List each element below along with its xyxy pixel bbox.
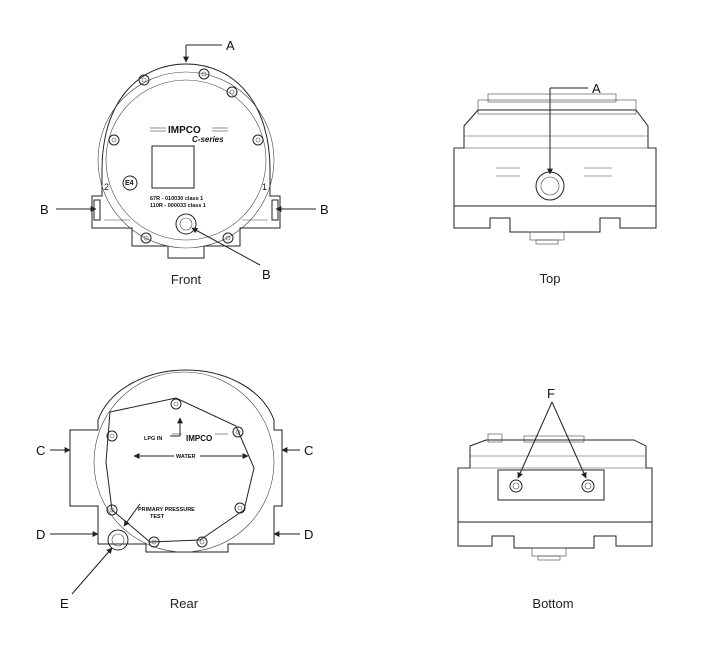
front-view: IMPCO C-series E4 67R - 010030 class 1 1… <box>40 38 329 287</box>
front-callout-b-left: B <box>40 202 49 217</box>
front-port-right <box>271 199 279 221</box>
rear-lpg-in: LPG IN <box>144 436 162 442</box>
bottom-view: F Bottom <box>457 386 653 611</box>
rear-port-e <box>107 529 129 551</box>
bottom-callout-f: F <box>547 386 555 401</box>
front-caption: Front <box>171 272 202 287</box>
front-port-left <box>93 199 101 221</box>
top-caption: Top <box>540 271 561 286</box>
rear-view: LPG IN IMPCO WATER PRIMARY PRESSURE TEST… <box>36 369 313 611</box>
bottom-caption: Bottom <box>532 596 573 611</box>
front-callout-b-bottom: B <box>262 267 271 282</box>
front-e-mark <box>122 175 138 191</box>
rear-callout-c-right: C <box>304 443 313 458</box>
front-plate-line1: 67R - 010030 class 1 <box>150 196 203 202</box>
front-callout-b-right: B <box>320 202 329 217</box>
front-label-window <box>151 145 195 189</box>
front-logo-sub: C-series <box>192 135 224 144</box>
front-plate-line2: 110R - 000033 class 1 <box>150 203 206 209</box>
front-e-mark-text: E4 <box>125 180 134 187</box>
rear-callout-e: E <box>60 596 69 611</box>
rear-inner-plate <box>105 397 255 543</box>
bottom-port-left <box>509 479 523 493</box>
front-port-2: 2 <box>104 182 109 192</box>
top-view: A Top <box>453 81 657 286</box>
top-callout-a: A <box>592 81 601 96</box>
front-callout-a: A <box>226 38 235 53</box>
rear-caption: Rear <box>170 596 199 611</box>
front-logo: IMPCO <box>168 125 201 136</box>
front-port-1: 1 <box>262 182 267 192</box>
rear-logo: IMPCO <box>186 434 212 443</box>
top-port <box>535 171 565 201</box>
rear-bolts <box>106 398 246 548</box>
rear-callout-d-left: D <box>36 527 45 542</box>
rear-primary-line1: PRIMARY PRESSURE <box>138 507 195 513</box>
front-bolts <box>108 68 264 244</box>
front-bottom-port <box>175 213 197 235</box>
rear-primary-line2: TEST <box>150 514 165 520</box>
rear-callout-d-right: D <box>304 527 313 542</box>
bottom-plate <box>497 469 605 501</box>
rear-water: WATER <box>176 454 195 460</box>
bottom-port-right <box>581 479 595 493</box>
rear-callout-c-left: C <box>36 443 45 458</box>
